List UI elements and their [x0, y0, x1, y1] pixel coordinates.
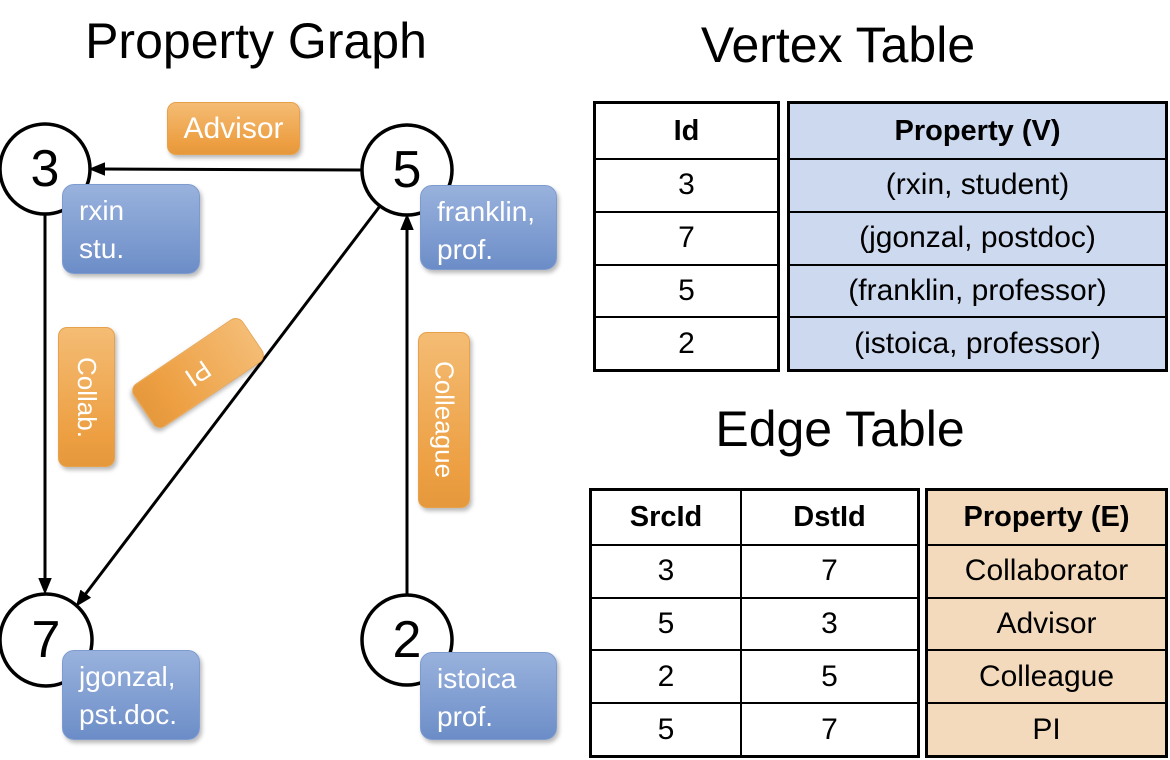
edge-table-header-srcid: SrcId [629, 500, 703, 533]
vertex-table-cell: 3 [596, 158, 777, 211]
edge-label-colleague-text: Colleague [429, 361, 460, 479]
vertex-table-header-id: Id [673, 114, 700, 147]
vertex-table-cell: (rxin, student) [790, 158, 1165, 211]
vertex-table-cell: 5 [596, 263, 777, 317]
edge-table-cell: 3 [740, 596, 917, 650]
vertex-property-box-5: franklin, prof. [420, 185, 557, 270]
edge-table-cell: 7 [740, 543, 917, 597]
edge-table-title: Edge Table [715, 401, 965, 457]
vertex-table-cell: 2 [596, 316, 777, 369]
vertex-id-7: 7 [31, 611, 61, 669]
edge-label-advisor: Advisor [167, 102, 300, 155]
vertex-table-header-property: Property (V) [894, 114, 1061, 147]
edge-arrow-5-to-3 [88, 162, 363, 176]
edge-label-collab: Collab. [58, 327, 115, 467]
vertex-property-line: stu. [79, 233, 125, 264]
edge-table-header-dstid: DstId [740, 491, 917, 544]
vertex-property-box-2: istoica prof. [420, 652, 557, 740]
edge-arrow-5-to-7 [75, 205, 382, 607]
vertex-table-title: Vertex Table [700, 17, 976, 73]
edge-label-collab-text: Collab. [72, 356, 102, 438]
edge-table-cell: 5 [592, 702, 740, 755]
edge-label-colleague: Colleague [418, 332, 470, 508]
edge-table-cell: 7 [740, 702, 917, 755]
vertex-property-line: prof. [437, 701, 494, 732]
vertex-id-3: 3 [30, 140, 60, 198]
vertex-property-line: prof. [437, 234, 494, 265]
vertex-table-id-column: Id 3 7 5 2 [593, 101, 780, 372]
vertex-property-line: rxin [79, 195, 125, 226]
edge-table-cell: 3 [592, 543, 740, 597]
vertex-property-box-7: jgonzal, pst.doc. [62, 650, 200, 740]
edge-label-advisor-text: Advisor [183, 111, 284, 145]
vertex-table-cell: (istoica, professor) [790, 316, 1165, 369]
edge-table-id-columns: SrcId DstId 3 7 5 3 2 5 5 7 [589, 488, 920, 758]
edge-table-cell: Colleague [928, 649, 1165, 702]
edge-table-cell: Advisor [928, 596, 1165, 650]
edge-table-cell: PI [928, 702, 1165, 755]
edge-table-property-column: Property (E) Collaborator Advisor Collea… [925, 488, 1168, 758]
vertex-table-cell: (jgonzal, postdoc) [790, 210, 1165, 264]
vertex-property-line: franklin, [437, 196, 536, 227]
edge-table-header-property: Property (E) [963, 500, 1130, 533]
vertex-property-line: istoica [437, 663, 517, 694]
vertex-id-5: 5 [392, 141, 422, 199]
vertex-property-line: jgonzal, [79, 661, 176, 692]
vertex-table-cell: 7 [596, 210, 777, 264]
vertex-id-2: 2 [392, 611, 422, 669]
edge-table-cell: Collaborator [928, 543, 1165, 597]
edge-label-pi-text: PI [179, 354, 217, 393]
property-graph-title: Property Graph [85, 13, 427, 69]
edge-table-cell: 5 [592, 596, 740, 650]
vertex-table-property-column: Property (V) (rxin, student) (jgonzal, p… [787, 101, 1168, 372]
edge-table-cell: 2 [592, 649, 740, 702]
vertex-property-box-3: rxin stu. [62, 184, 200, 274]
vertex-table-cell: (franklin, professor) [790, 263, 1165, 317]
edge-table-cell: 5 [740, 649, 917, 703]
vertex-property-line: pst.doc. [79, 699, 178, 730]
